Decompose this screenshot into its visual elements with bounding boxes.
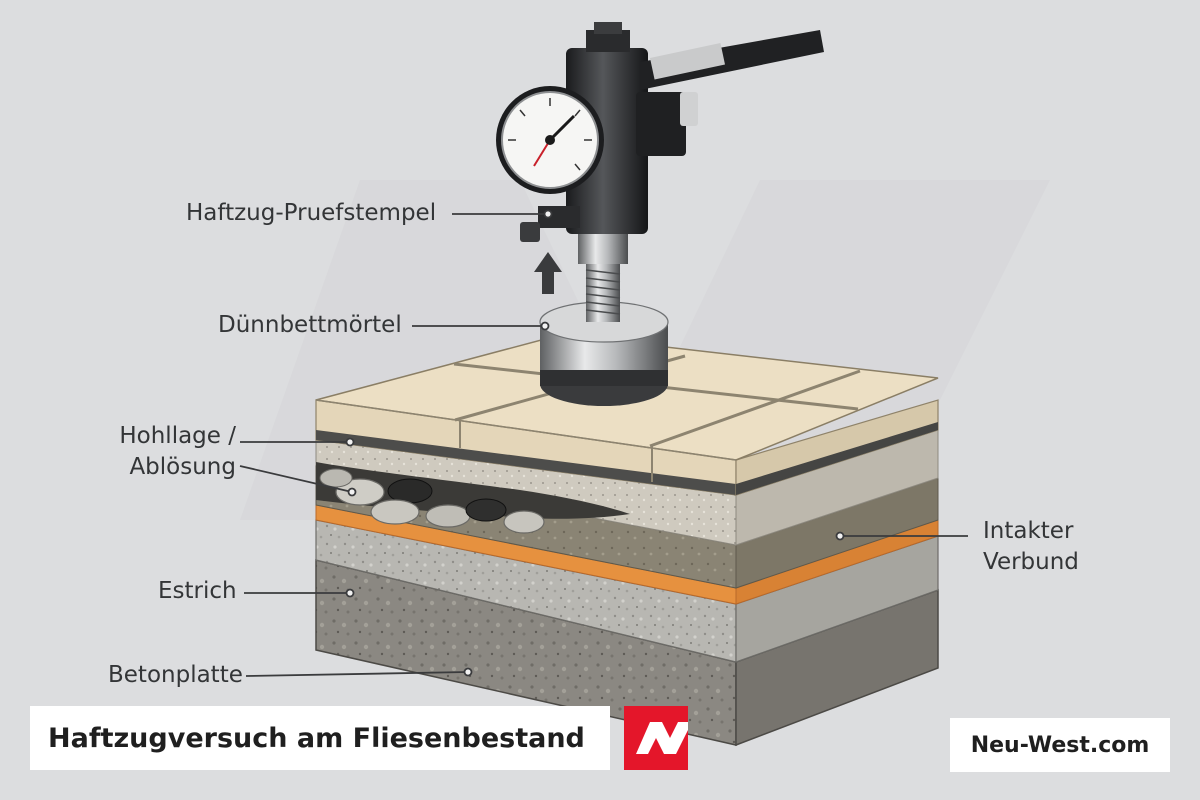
brand-logo-icon: [624, 706, 688, 770]
title-text: Haftzugversuch am Fliesenbestand: [48, 723, 585, 754]
label-intact-line1: Intakter: [983, 516, 1079, 547]
label-tester: Haftzug-Pruefstempel: [186, 198, 436, 229]
label-void: Hohllage / Ablösung: [108, 421, 236, 483]
site-banner[interactable]: Neu-West.com: [950, 718, 1170, 772]
brand-logo-box: [624, 706, 688, 770]
label-intact: Intakter Verbund: [983, 516, 1079, 578]
title-banner: Haftzugversuch am Fliesenbestand: [30, 706, 610, 770]
label-mortar: Dünnbettmörtel: [218, 310, 402, 341]
layer-stack-side: [736, 400, 938, 745]
label-void-line1: Hohllage /: [108, 421, 236, 452]
label-void-line2: Ablösung: [108, 452, 236, 483]
label-intact-line2: Verbund: [983, 547, 1079, 578]
label-screed: Estrich: [158, 576, 237, 607]
label-slab: Betonplatte: [108, 660, 243, 691]
brand-logo-mark: [636, 722, 688, 754]
site-link[interactable]: Neu-West.com: [971, 733, 1150, 758]
